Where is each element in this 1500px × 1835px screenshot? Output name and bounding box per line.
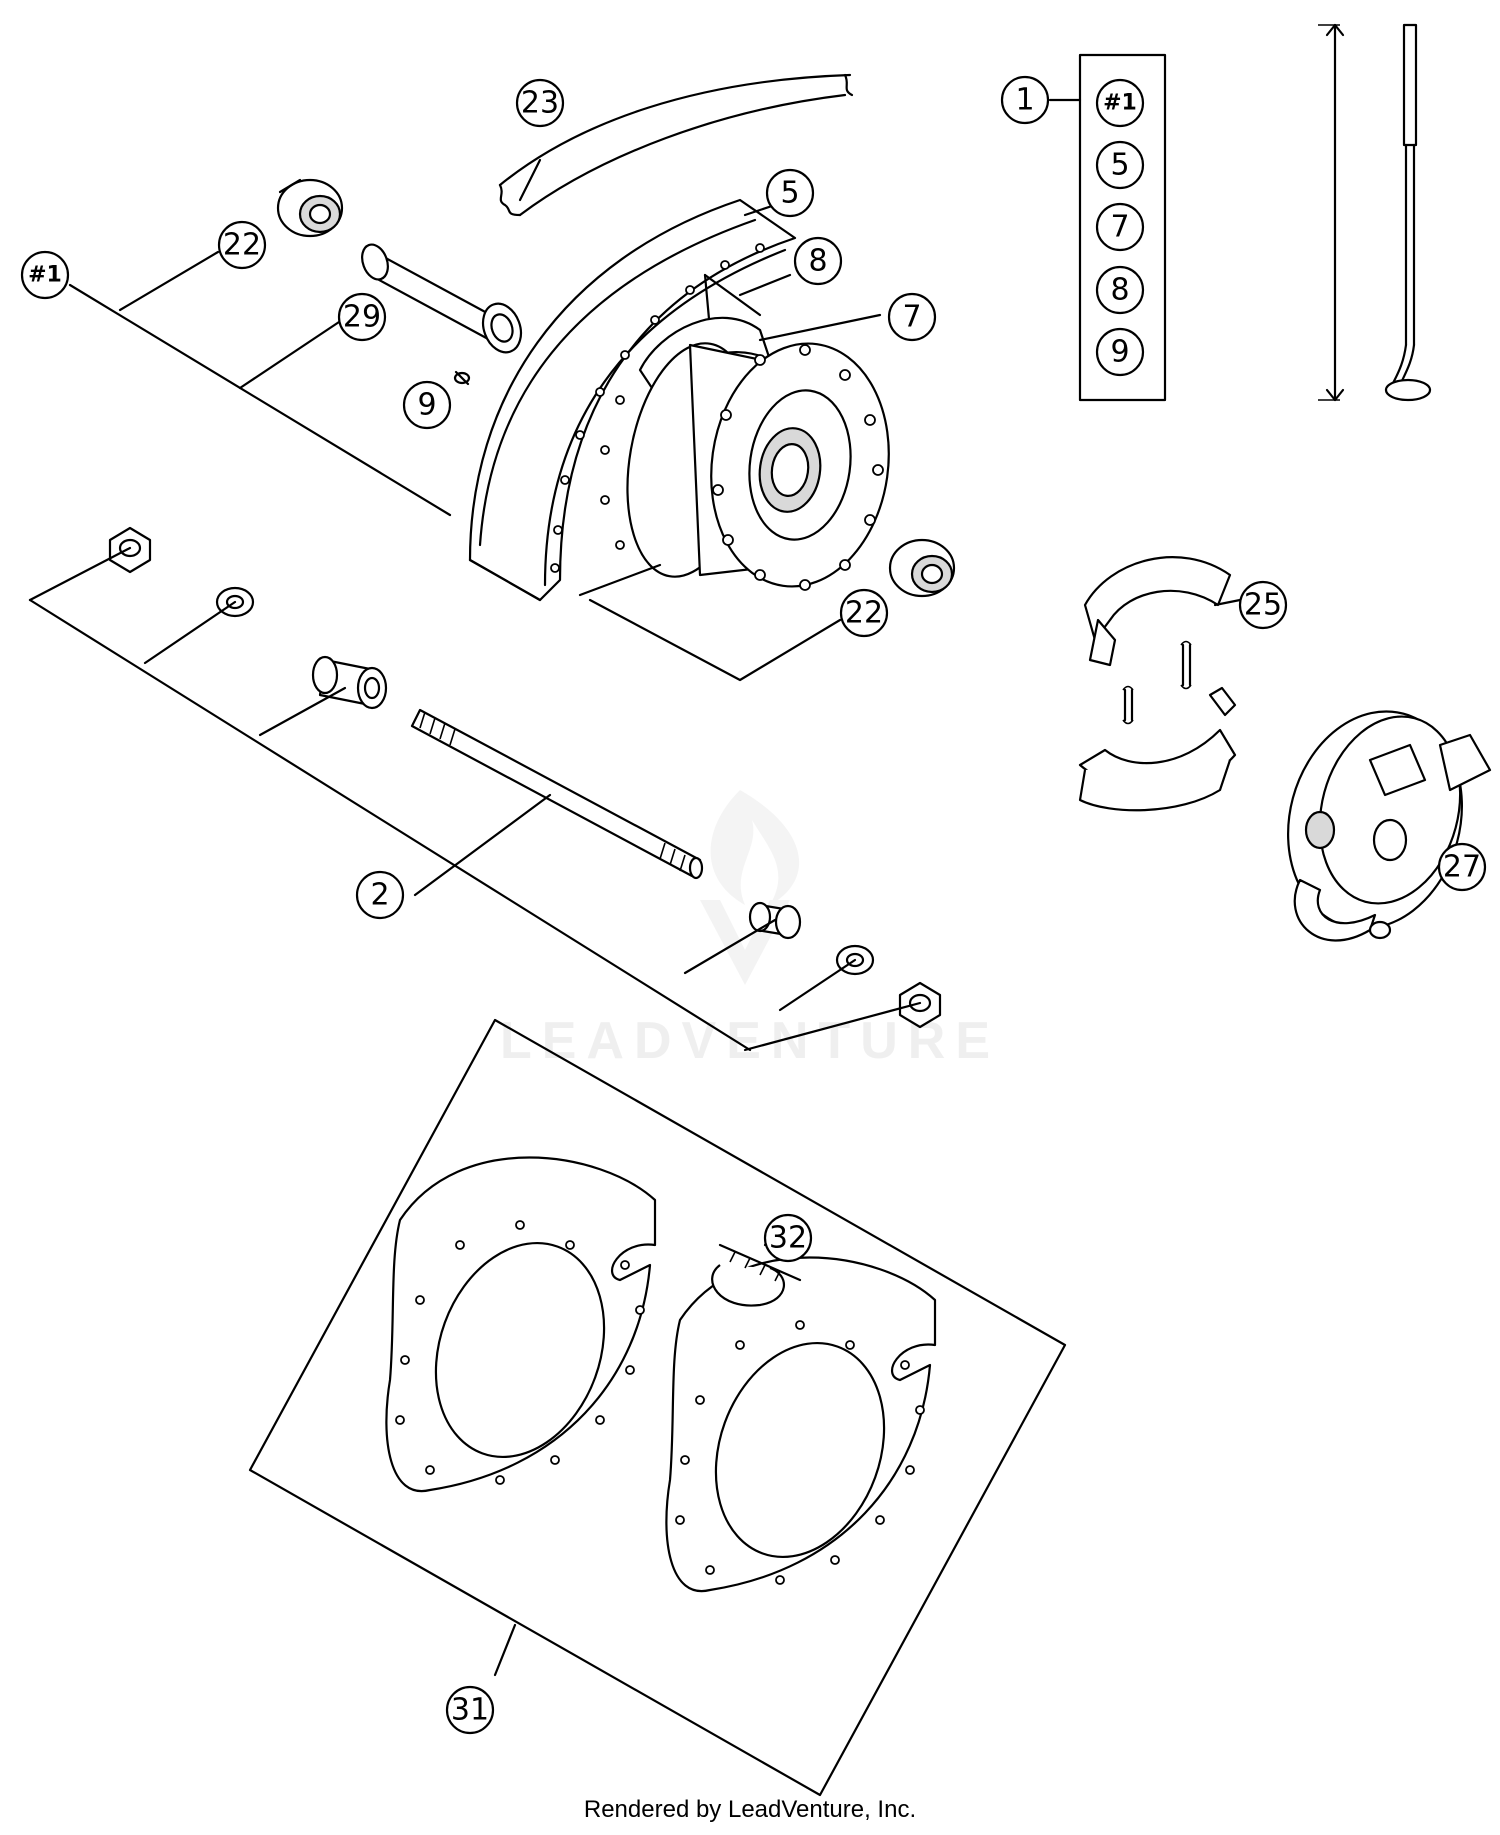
- axle-nut-right: [898, 981, 942, 1029]
- leader-lines: [28, 158, 1462, 1677]
- kit-callout-1: 1: [1000, 75, 1050, 125]
- kit-item-4: 8: [1095, 265, 1145, 315]
- brake-plate: [1287, 710, 1492, 942]
- svg-text:7: 7: [902, 300, 921, 335]
- callout-8: 8: [793, 236, 843, 286]
- callout-25: 25: [1238, 580, 1288, 630]
- svg-text:7: 7: [1110, 210, 1129, 245]
- rim-part: [468, 198, 797, 602]
- callout-9: 9: [402, 380, 452, 430]
- kit-item-5: 9: [1095, 327, 1145, 377]
- axle-nut-left: [108, 526, 152, 574]
- svg-text:5: 5: [780, 176, 799, 211]
- kit-item-3: 7: [1095, 202, 1145, 252]
- rim-tape-holes: [395, 1220, 925, 1585]
- axle-part: [410, 708, 704, 880]
- callout-2: 2: [355, 870, 405, 920]
- svg-text:8: 8: [1110, 273, 1129, 308]
- callout-kit-ref: #1: [20, 250, 70, 300]
- spoke-detail: [1318, 23, 1432, 402]
- callout-29: 29: [337, 292, 387, 342]
- bearing-bottom: [888, 538, 956, 598]
- brake-shoes: [1078, 556, 1237, 812]
- spoke-nipple: [453, 370, 471, 386]
- rim-spoke-holes: [550, 243, 765, 573]
- svg-text:9: 9: [1110, 335, 1129, 370]
- callout-7: 7: [887, 292, 937, 342]
- callout-32: 32: [763, 1213, 813, 1263]
- spacer-tube: [361, 243, 523, 354]
- callout-22-bottom: 22: [839, 588, 889, 638]
- svg-text:32: 32: [769, 1221, 807, 1256]
- svg-text:1: 1: [1015, 83, 1034, 118]
- svg-text:8: 8: [808, 244, 827, 279]
- callout-22-top: 22: [217, 220, 267, 270]
- kit-item-2: 5: [1095, 140, 1145, 190]
- tire-part: [498, 73, 854, 217]
- cable-tie: [711, 1243, 802, 1307]
- svg-text:27: 27: [1443, 850, 1481, 885]
- rim-tape-kit: [248, 1018, 1067, 1797]
- svg-text:22: 22: [845, 596, 883, 631]
- svg-text:31: 31: [451, 1693, 489, 1728]
- svg-text:25: 25: [1244, 588, 1282, 623]
- hub-part: [600, 273, 890, 591]
- svg-text:2: 2: [370, 878, 389, 913]
- svg-text:23: 23: [521, 86, 559, 121]
- callout-27: 27: [1437, 842, 1487, 892]
- watermark-logo-text: LEADVENTURE: [500, 1012, 1000, 1070]
- callout-31: 31: [445, 1685, 495, 1735]
- bearing-top: [276, 178, 344, 238]
- callout-23: 23: [515, 78, 565, 128]
- svg-text:#1: #1: [28, 263, 62, 288]
- svg-text:22: 22: [223, 228, 261, 263]
- callout-5: 5: [765, 168, 815, 218]
- svg-text:#1: #1: [1103, 91, 1137, 116]
- svg-text:9: 9: [417, 388, 436, 423]
- render-credit-footer: Rendered by LeadVenture, Inc.: [583, 1796, 917, 1823]
- kit-legend: [1048, 53, 1167, 402]
- spacer-right: [748, 901, 802, 940]
- svg-text:5: 5: [1110, 148, 1129, 183]
- hub-flange-holes: [600, 344, 884, 591]
- leadventure-watermark: LEADVENTURE: [500, 790, 1000, 1070]
- svg-text:29: 29: [343, 300, 381, 335]
- kit-item-1: #1: [1095, 78, 1145, 128]
